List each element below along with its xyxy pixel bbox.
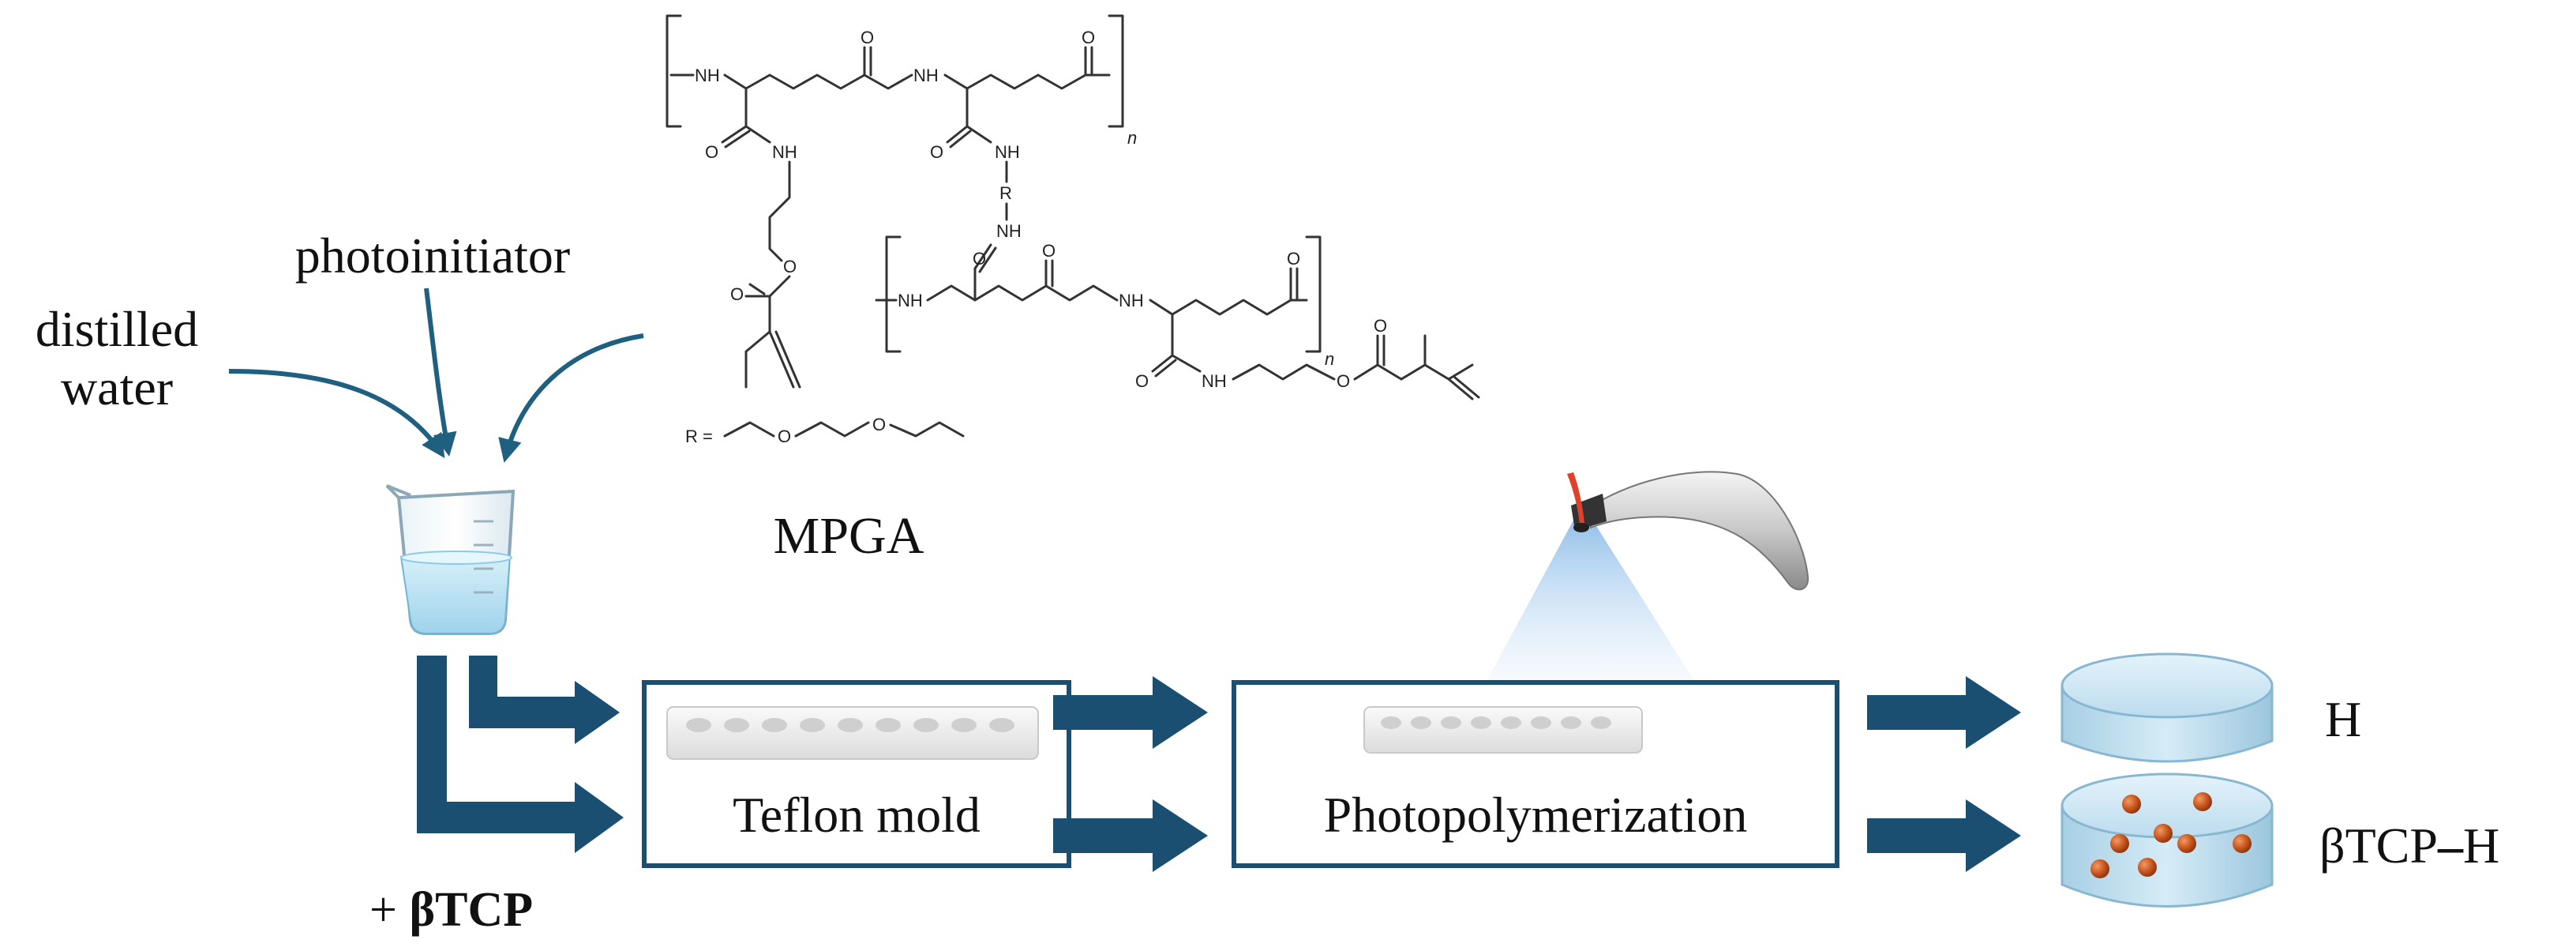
svg-text:NH: NH — [898, 291, 923, 310]
btcp-particle — [2122, 795, 2141, 814]
btcp-particle — [2193, 792, 2212, 811]
svg-text:O: O — [861, 28, 874, 47]
mold-to-photo-arrow-bottom — [1053, 799, 1208, 872]
svg-text:O: O — [705, 142, 718, 162]
svg-text:O: O — [973, 249, 986, 269]
mold-to-photo-arrow-top — [1053, 676, 1208, 749]
svg-text:O: O — [872, 415, 886, 434]
svg-text:O: O — [1042, 241, 1056, 261]
btcp-particle — [2177, 834, 2196, 853]
svg-text:NH: NH — [1119, 291, 1144, 310]
btcp-particle — [2233, 834, 2252, 853]
btcp-particle — [2090, 859, 2109, 878]
svg-text:O: O — [1287, 249, 1300, 269]
btcp-particle — [2110, 834, 2129, 853]
svg-text:R: R — [999, 183, 1012, 203]
filled-mold-image — [1363, 706, 1643, 754]
svg-text:O: O — [1337, 371, 1350, 391]
svg-text:O: O — [1135, 371, 1149, 391]
plain-branch-arrow — [469, 656, 620, 744]
photo-to-h-arrow — [1867, 676, 2021, 749]
light-beam — [1484, 517, 1697, 686]
svg-text:n: n — [1325, 349, 1334, 369]
photoinitiator-input-arrow — [424, 288, 457, 457]
mpga-label: MPGA — [774, 507, 924, 565]
svg-text:O: O — [783, 257, 797, 276]
svg-text:NH: NH — [996, 221, 1022, 241]
svg-text:NH: NH — [772, 142, 797, 162]
svg-text:O: O — [930, 142, 943, 162]
svg-text:O: O — [730, 284, 744, 304]
photopolymerization-label: Photopolymerization — [1324, 787, 1748, 843]
svg-text:R =: R = — [685, 427, 713, 446]
svg-text:NH: NH — [913, 66, 939, 85]
svg-text:NH: NH — [1202, 371, 1227, 391]
polymer-input-arrow — [498, 333, 644, 463]
beaker-outlet-arrows — [417, 656, 624, 853]
photoinitiator-label: photoinitiator — [295, 227, 570, 284]
svg-text:NH: NH — [995, 142, 1020, 162]
btcp-particle — [2154, 824, 2173, 843]
additive-branch-arrow — [417, 656, 624, 853]
svg-text:n: n — [1127, 128, 1137, 148]
distilled-water-label-line1: distilled — [36, 301, 198, 357]
mpga-structure: n NH O NH O O NH O O R = O O — [666, 14, 1480, 446]
btcp-additive-label: + βTCP — [369, 883, 533, 937]
svg-text:NH: NH — [695, 66, 720, 85]
distilled-water-label-line2: water — [61, 359, 173, 415]
beaker-icon — [385, 484, 516, 635]
btcp-particle — [2138, 858, 2157, 877]
curing-lamp-icon — [1567, 471, 1809, 591]
teflon-mold-image — [666, 706, 1039, 760]
svg-text:O: O — [778, 427, 791, 446]
hydrogel-h-icon — [2060, 652, 2274, 763]
teflon-mold-label: Teflon mold — [733, 787, 981, 843]
product-btcp-h-label: βTCP–H — [2319, 818, 2499, 874]
svg-text:O: O — [1082, 28, 1095, 47]
water-input-arrow — [228, 369, 445, 458]
hydrogel-btcp-h-icon — [2060, 772, 2274, 908]
svg-text:O: O — [1374, 316, 1387, 336]
product-h-label: H — [2325, 691, 2361, 747]
photo-to-btcp-h-arrow — [1867, 799, 2021, 872]
